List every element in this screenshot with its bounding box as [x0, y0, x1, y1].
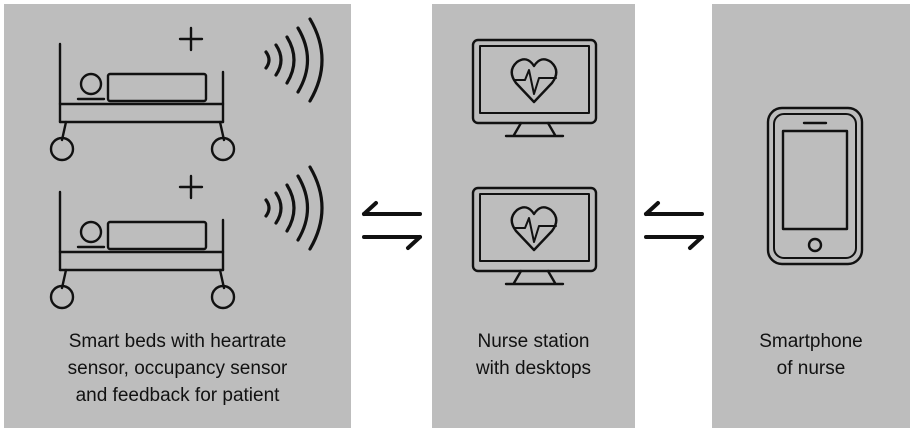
plus-icon — [178, 174, 204, 200]
desktop-monitor-icon — [471, 38, 598, 138]
caption-line: of nurse — [776, 358, 846, 379]
bidirectional-arrows-icon — [644, 201, 704, 250]
wireless-signal-icon — [264, 17, 324, 103]
smartphone-panel: Smartphone of nurse — [712, 4, 910, 428]
smartphone-icon — [766, 106, 864, 266]
nurse-station-illustration — [471, 38, 598, 286]
desktop-monitor-icon — [471, 186, 598, 286]
smart-beds-panel: Smart beds with heartrate sensor, occupa… — [4, 4, 351, 428]
smart-beds-caption: Smart beds with heartrate sensor, occupa… — [4, 328, 351, 409]
wireless-signal-icon — [264, 165, 324, 251]
smart-beds-illustration — [49, 17, 324, 310]
caption-line: Smartphone — [759, 331, 863, 352]
caption-line: sensor, occupancy sensor — [67, 358, 288, 379]
smartphone-illustration — [766, 106, 864, 266]
smartphone-caption: Smartphone of nurse — [712, 328, 910, 382]
plus-icon — [178, 26, 204, 52]
caption-line: and feedback for patient — [75, 385, 280, 406]
nurse-station-caption: Nurse station with desktops — [432, 328, 635, 382]
hospital-bed-icon — [49, 190, 236, 310]
caption-line: with desktops — [475, 358, 592, 379]
bidirectional-arrows-icon — [362, 201, 422, 250]
caption-line: Smart beds with heartrate — [68, 331, 287, 352]
heartbeat-icon — [510, 58, 558, 104]
hospital-bed-icon — [49, 42, 236, 162]
heartbeat-icon — [510, 206, 558, 252]
caption-line: Nurse station — [477, 331, 590, 352]
nurse-station-panel: Nurse station with desktops — [432, 4, 635, 428]
